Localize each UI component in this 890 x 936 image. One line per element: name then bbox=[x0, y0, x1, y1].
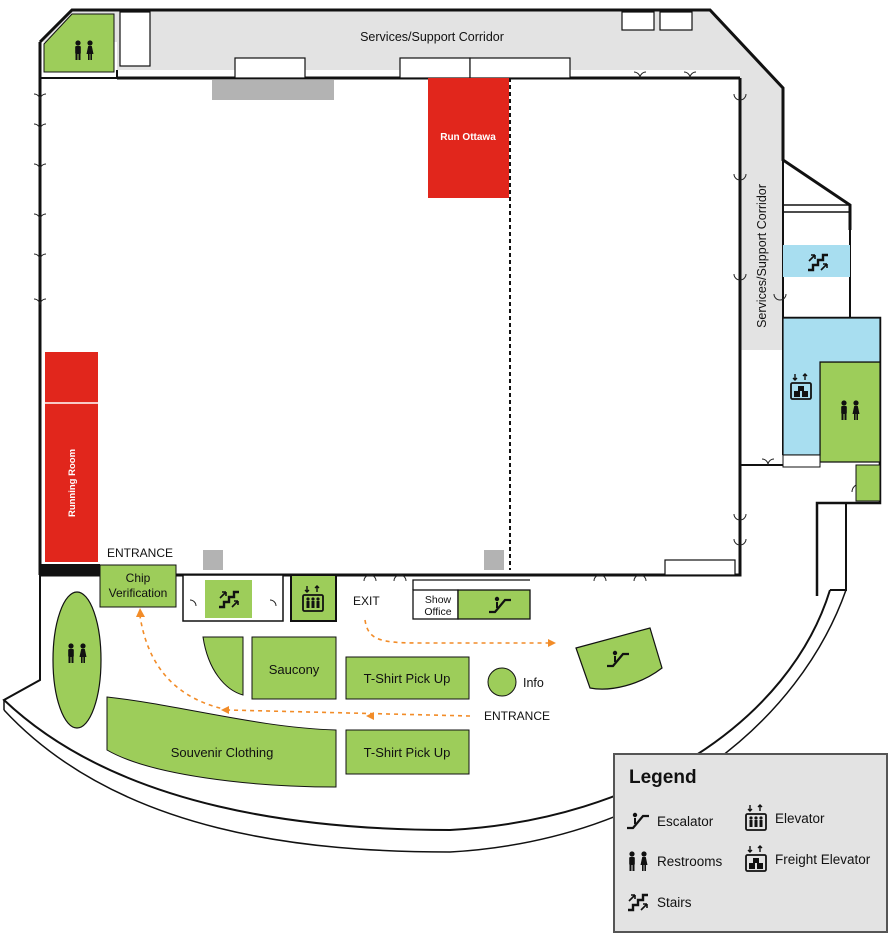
legend-label: Elevator bbox=[775, 810, 825, 826]
freight-elevator-icon bbox=[745, 845, 767, 872]
booth-corner-green[interactable] bbox=[202, 636, 244, 696]
booth-label: Run Ottawa bbox=[440, 132, 496, 143]
elevator-blue-zone[interactable] bbox=[782, 317, 881, 468]
corridor-label-top: Services/Support Corridor bbox=[360, 30, 504, 44]
stairs-icon bbox=[626, 893, 650, 912]
elevator-icon bbox=[745, 804, 767, 831]
service-block bbox=[203, 550, 223, 570]
booth-label: Saucony bbox=[269, 662, 320, 677]
corridor-fill bbox=[40, 10, 783, 350]
booth-chip-verification[interactable]: Chip Verification bbox=[99, 564, 177, 608]
elevator-south[interactable] bbox=[290, 574, 337, 622]
booth-label: Souvenir Clothing bbox=[171, 745, 274, 760]
booth-saucony[interactable]: Saucony bbox=[251, 636, 337, 700]
booth-label: T-Shirt Pick Up bbox=[364, 671, 451, 686]
legend-label: Stairs bbox=[657, 894, 692, 910]
booth-label-line2: Verification bbox=[109, 586, 168, 600]
service-block bbox=[212, 80, 334, 100]
corridor-service-rooms bbox=[119, 11, 736, 576]
legend-title: Legend bbox=[629, 767, 697, 788]
booth-label-line1: Chip bbox=[126, 571, 151, 585]
info-label: Info bbox=[523, 676, 544, 690]
restroom-top-left[interactable] bbox=[43, 13, 115, 73]
booth-label: T-Shirt Pick Up bbox=[364, 745, 451, 760]
escalator-south[interactable] bbox=[412, 579, 531, 620]
show-office-line1: Show bbox=[425, 594, 452, 606]
visitor-route bbox=[139, 615, 553, 717]
corridor-label-right: Services/Support Corridor bbox=[755, 184, 769, 328]
legend-item-stairs: Stairs bbox=[625, 891, 692, 913]
restroom-east[interactable] bbox=[819, 361, 881, 502]
booth-run-ottawa[interactable]: Run Ottawa bbox=[428, 78, 509, 198]
legend-item-freight-elevator: Freight Elevator bbox=[743, 844, 870, 874]
legend-label: Freight Elevator bbox=[775, 851, 871, 867]
show-office[interactable]: Show Office bbox=[412, 589, 459, 620]
stairs-south[interactable] bbox=[182, 574, 284, 622]
booth-running-room[interactable]: Running Room bbox=[45, 352, 98, 562]
booth-tshirt-pickup-2[interactable]: T-Shirt Pick Up bbox=[345, 729, 470, 775]
restroom-icon bbox=[625, 850, 651, 872]
pillar-strip bbox=[40, 564, 100, 576]
door-swings bbox=[33, 71, 869, 582]
service-block bbox=[484, 550, 504, 570]
booth-tshirt-pickup-1[interactable]: T-Shirt Pick Up bbox=[345, 656, 470, 700]
legend-item-escalator: Escalator bbox=[625, 810, 713, 832]
escalator-lobby[interactable] bbox=[575, 627, 663, 690]
legend-item-elevator: Elevator bbox=[743, 803, 825, 833]
stairs-east[interactable] bbox=[783, 245, 850, 277]
booth-label: Running Room bbox=[67, 449, 78, 517]
legend-label: Escalator bbox=[657, 813, 714, 829]
legend-label: Restrooms bbox=[657, 853, 723, 869]
booth-souvenir-clothing[interactable]: Souvenir Clothing bbox=[106, 696, 337, 788]
entrance-sign-lobby: ENTRANCE bbox=[484, 709, 550, 723]
info-booth[interactable]: Info bbox=[487, 667, 544, 697]
show-office-line2: Office bbox=[424, 606, 451, 618]
escalator-icon bbox=[625, 811, 651, 830]
legend-item-restrooms: Restrooms bbox=[625, 850, 722, 872]
legend: Legend Escalator Elevator Restrooms Frei… bbox=[613, 753, 888, 933]
route-arrowheads bbox=[136, 608, 556, 720]
entrance-sign-hall: ENTRANCE bbox=[107, 546, 173, 560]
restroom-lobby[interactable] bbox=[52, 591, 102, 729]
exit-sign: EXIT bbox=[353, 594, 380, 608]
